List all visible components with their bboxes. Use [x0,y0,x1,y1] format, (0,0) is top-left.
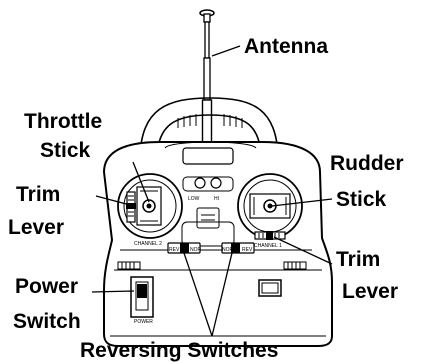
reversing-switch-left[interactable]: REV NOR [167,242,202,254]
side-grilles [117,261,307,270]
antenna-label: Antenna [244,35,328,58]
trim-lever-left[interactable] [126,191,136,223]
power-marking: POWER [134,319,153,325]
leader-lines [91,45,333,337]
rev-right-marking: REV [242,247,253,253]
nor-left-marking: NOR [190,247,202,253]
rudder-stick-label-line1: Rudder [330,152,404,175]
nor-right-marking: NOR [222,247,234,253]
power-switch-label-line1: Power [15,275,78,298]
hi-marking: HI [214,196,219,202]
carry-handle [139,97,279,161]
reversing-switch-right[interactable]: NOR REV [221,242,255,254]
rev-left-marking: REV [169,247,180,253]
power-switch[interactable]: POWER [130,276,154,325]
trim-lever-right-label-line2: Lever [342,280,398,303]
trim-lever-left-label-line2: Lever [8,216,64,239]
power-switch-label-line2: Switch [13,310,81,333]
antenna [199,9,215,143]
battery-panel [258,279,282,297]
trim-lever-left-label-line1: Trim [16,183,60,206]
reversing-switches-label: Reversing Switches [80,339,278,362]
rudder-stick-label-line2: Stick [336,188,387,211]
channel-2-marking: CHANNEL 2 [134,241,162,247]
channel-1-marking: CHANNEL 1 [254,243,282,249]
low-marking: LOW [188,196,200,202]
trim-lever-right-label-line1: Trim [336,248,380,271]
trim-lever-right[interactable] [254,231,286,240]
rudder-stick[interactable] [237,173,303,239]
throttle-stick-label-line2: Stick [40,139,91,162]
throttle-stick-label-line1: Throttle [24,110,102,133]
